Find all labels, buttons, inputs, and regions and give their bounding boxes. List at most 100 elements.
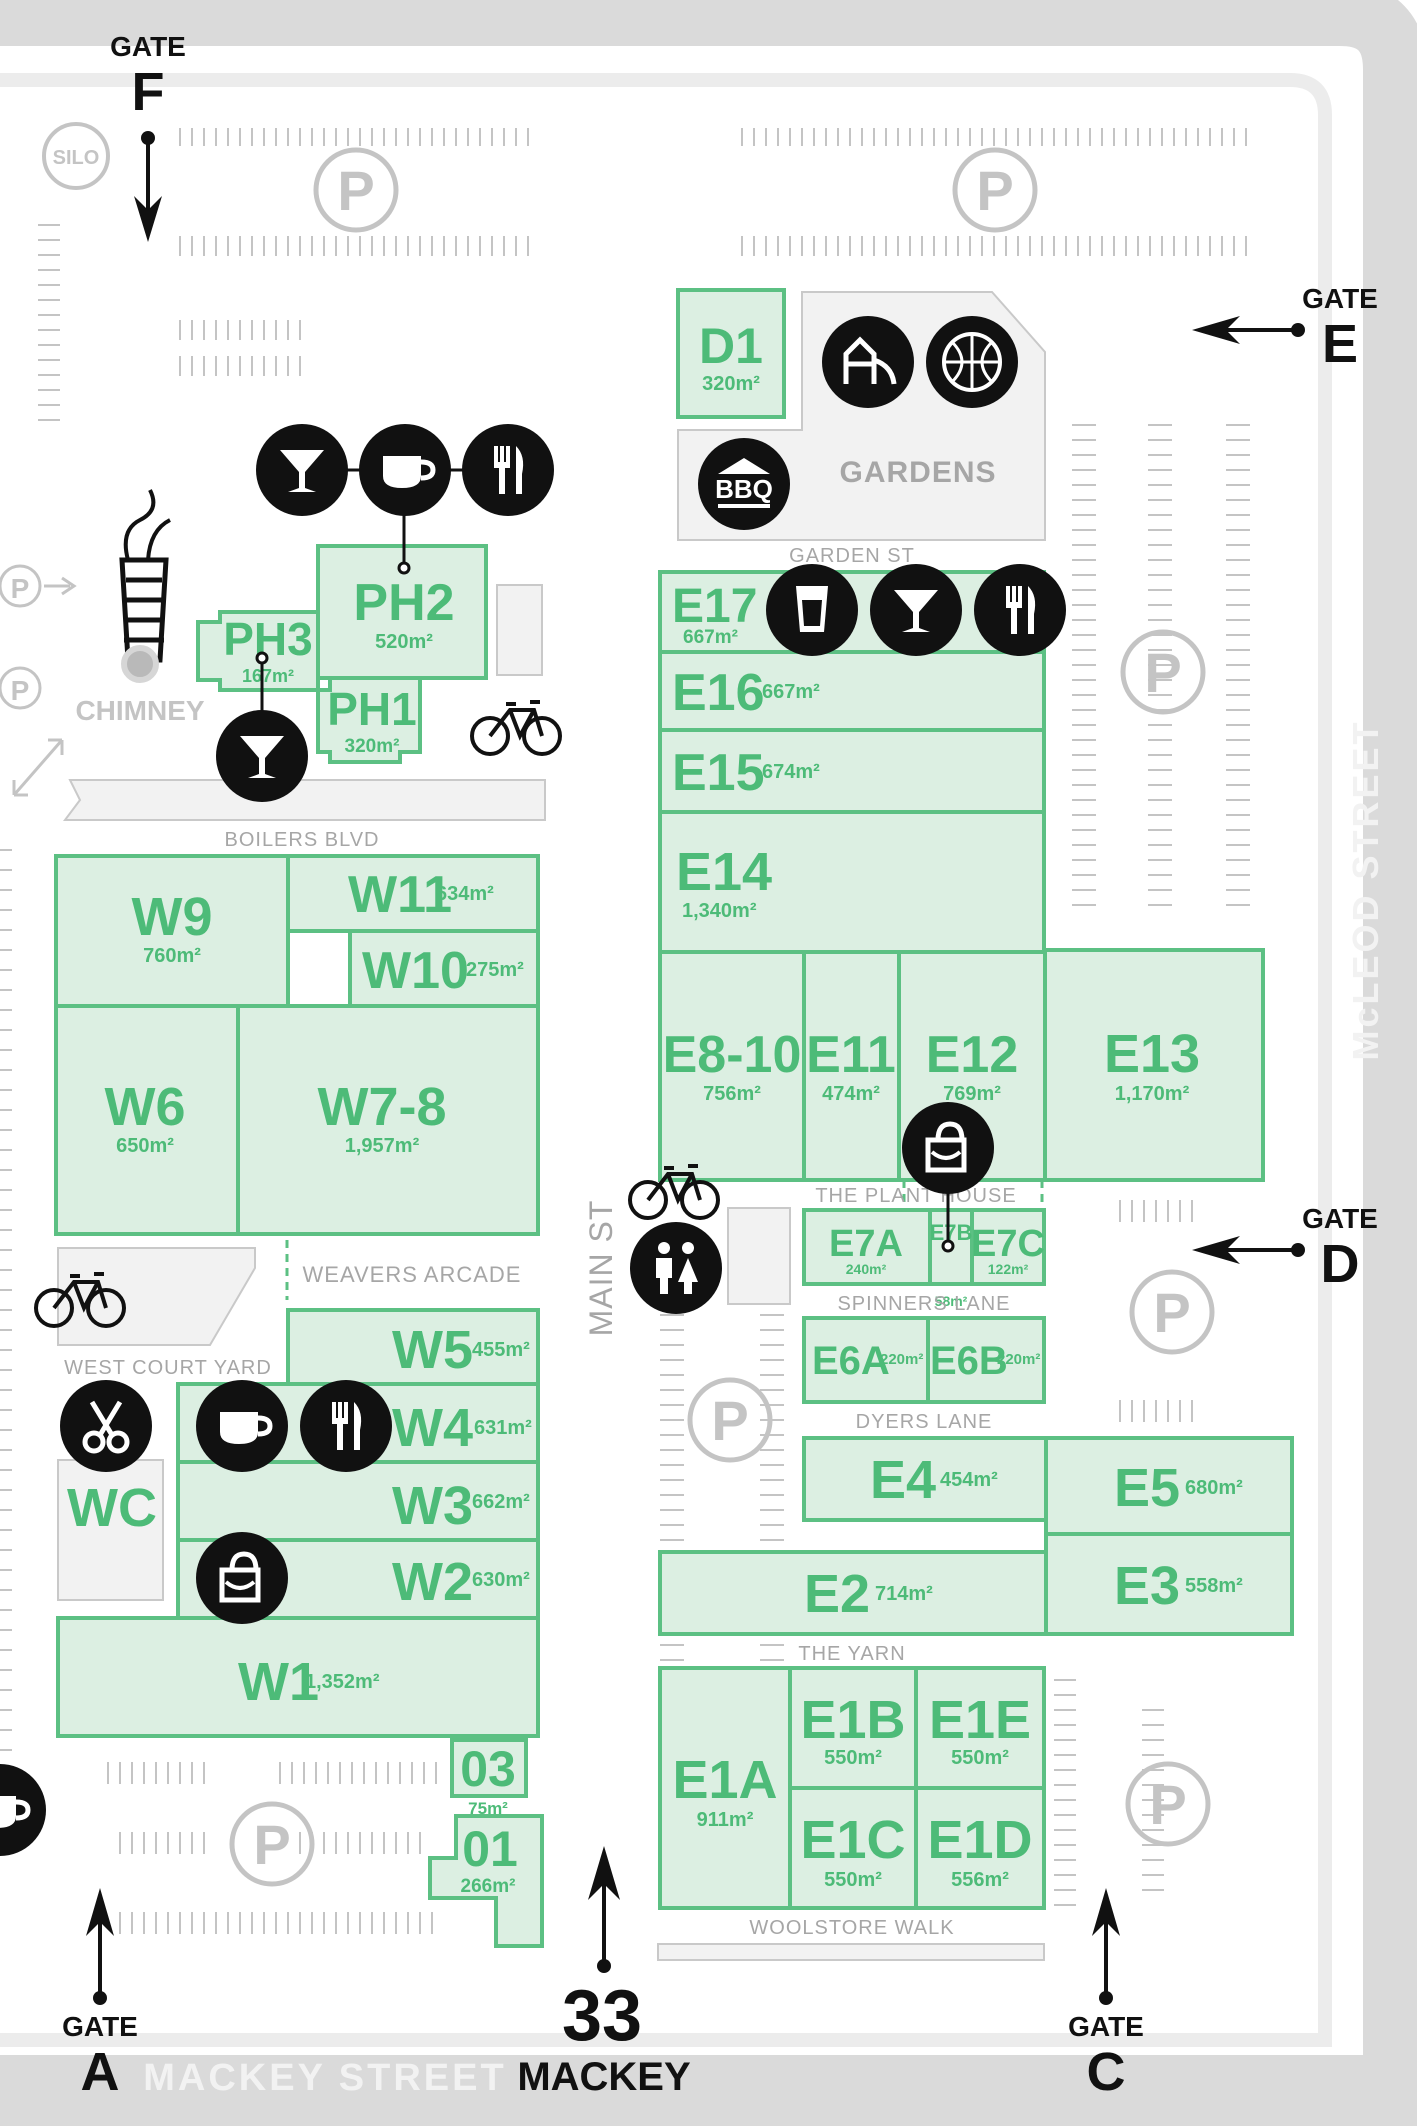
unit-w2-name: W2 — [392, 1552, 473, 1612]
unit-e1c[interactable] — [788, 1786, 918, 1910]
cutlery-icon[interactable] — [300, 1380, 392, 1472]
coffee-icon[interactable] — [359, 424, 451, 516]
coffee-icon[interactable] — [0, 1764, 46, 1856]
unit-e6a-area: 220m² — [880, 1351, 923, 1368]
landmark-silo: SILO — [42, 122, 110, 190]
street-spinners-lane: SPINNERS LANE — [837, 1293, 1010, 1315]
street-the-yarn: THE YARN — [798, 1643, 905, 1665]
cutlery-icon[interactable] — [974, 564, 1066, 656]
parking-w2[interactable]: P — [0, 666, 42, 710]
parking-e2-label: P — [1153, 1281, 1190, 1344]
parking-e2[interactable]: P — [1129, 1269, 1215, 1355]
unit-e6a[interactable] — [802, 1316, 930, 1404]
unit-e11[interactable] — [802, 950, 901, 1182]
toilets-icon[interactable] — [630, 1222, 722, 1314]
unit-w1[interactable] — [56, 1616, 540, 1738]
unit-e7c-name: E7C — [971, 1223, 1045, 1265]
gate-f[interactable]: GATE F — [110, 31, 186, 242]
unit-w11-name: W11 — [348, 866, 452, 924]
unit-e8-10[interactable] — [658, 950, 806, 1182]
ph-garden — [496, 584, 543, 676]
parking-main[interactable]: P — [687, 1377, 773, 1463]
cutlery-icon[interactable] — [462, 424, 554, 516]
parking-nw[interactable]: P — [313, 147, 399, 233]
unit-w6-name: W6 — [105, 1077, 186, 1137]
unit-e4-name: E4 — [870, 1450, 936, 1510]
shopping-bag-icon[interactable] — [196, 1532, 288, 1624]
street-woolstore-walk: WOOLSTORE WALK — [749, 1917, 954, 1939]
unit-e7a-area: 240m² — [846, 1261, 887, 1277]
unit-e5[interactable] — [1044, 1436, 1294, 1536]
gate-e[interactable]: GATE E — [1192, 283, 1378, 374]
unit-w11[interactable] — [286, 854, 540, 933]
unit-01-area: 266m² — [461, 1876, 516, 1897]
unit-e1e[interactable] — [914, 1666, 1046, 1790]
unit-e3-area: 558m² — [1185, 1575, 1243, 1597]
unit-w3[interactable] — [176, 1460, 540, 1542]
gate-c[interactable]: GATE C — [1068, 1888, 1144, 2102]
gate-d[interactable]: GATE D — [1192, 1203, 1378, 1294]
street-boilers-blvd: BOILERS BLVD — [224, 829, 379, 851]
unit-w4-area: 631m² — [474, 1417, 532, 1439]
west-court-garden — [57, 1247, 256, 1346]
unit-e16[interactable] — [658, 650, 1046, 732]
unit-e6b[interactable] — [926, 1316, 1046, 1404]
cocktail-icon[interactable] — [256, 424, 348, 516]
unit-e15-area: 674m² — [762, 761, 820, 783]
unit-e1d-name: E1D — [927, 1810, 1032, 1870]
unit-d1[interactable] — [676, 288, 786, 419]
cocktail-icon[interactable] — [216, 710, 308, 802]
unit-ph2-area: 520m² — [375, 631, 433, 653]
bbq-icon[interactable]: BBQ — [698, 438, 790, 530]
unit-w7-8[interactable] — [236, 1004, 540, 1236]
basketball-icon[interactable] — [926, 316, 1018, 408]
unit-e1a-area: 911m² — [697, 1809, 754, 1831]
playground-icon[interactable] — [822, 316, 914, 408]
shopping-bag-icon[interactable] — [902, 1102, 994, 1194]
unit-ph1[interactable] — [316, 676, 422, 764]
address-entry[interactable] — [588, 1846, 620, 1973]
unit-e1a[interactable] — [658, 1666, 792, 1910]
gate-a[interactable]: GATE A — [62, 1888, 138, 2102]
unit-w7-8-name: W7-8 — [317, 1077, 446, 1137]
unit-e7c-area: 122m² — [988, 1261, 1029, 1277]
unit-e14-name: E14 — [676, 842, 772, 902]
unit-w9-area: 760m² — [143, 945, 201, 967]
parking-w2-label: P — [11, 675, 30, 706]
gate-c-letter: C — [1087, 2042, 1126, 2102]
unit-e3[interactable] — [1044, 1532, 1294, 1636]
arrow-up-icon — [86, 1888, 114, 1936]
parking-main-label: P — [711, 1389, 748, 1452]
unit-w6[interactable] — [54, 1004, 240, 1236]
coffee-icon[interactable] — [196, 1380, 288, 1472]
unit-e17-name: E17 — [672, 580, 757, 633]
unit-e1d[interactable] — [914, 1786, 1046, 1910]
parking-ne[interactable]: P — [952, 147, 1038, 233]
unit-w5[interactable] — [286, 1308, 540, 1386]
unit-ph3-area: 167m² — [242, 666, 294, 686]
woolstore-garden — [657, 1943, 1045, 1961]
unit-ph3[interactable] — [196, 610, 320, 692]
unit-e2[interactable] — [658, 1550, 1048, 1636]
cocktail-icon[interactable] — [870, 564, 962, 656]
unit-01[interactable] — [428, 1814, 544, 1948]
wc-label: WC — [67, 1478, 157, 1538]
parking-sw[interactable]: P — [229, 1801, 315, 1887]
unit-e7c[interactable] — [970, 1208, 1046, 1286]
parking-nw-label: P — [337, 159, 374, 222]
parking-e1[interactable]: P — [1120, 629, 1206, 715]
unit-e11-area: 474m² — [822, 1083, 880, 1105]
parking-sw-label: P — [253, 1813, 290, 1876]
unit-w9[interactable] — [54, 854, 290, 1008]
unit-ph1-area: 320m² — [345, 736, 400, 757]
unit-03-area: 75m² — [468, 1799, 508, 1818]
scissors-icon[interactable] — [60, 1380, 152, 1472]
unit-03[interactable] — [450, 1738, 528, 1798]
unit-e14-area: 1,340m² — [682, 900, 757, 922]
parking-w1[interactable]: P — [0, 564, 77, 608]
beer-icon[interactable] — [766, 564, 858, 656]
unit-e13[interactable] — [1043, 948, 1265, 1182]
parking-se[interactable]: P — [1125, 1761, 1211, 1847]
unit-e1e-name: E1E — [929, 1690, 1031, 1750]
unit-w6-area: 650m² — [116, 1135, 174, 1157]
